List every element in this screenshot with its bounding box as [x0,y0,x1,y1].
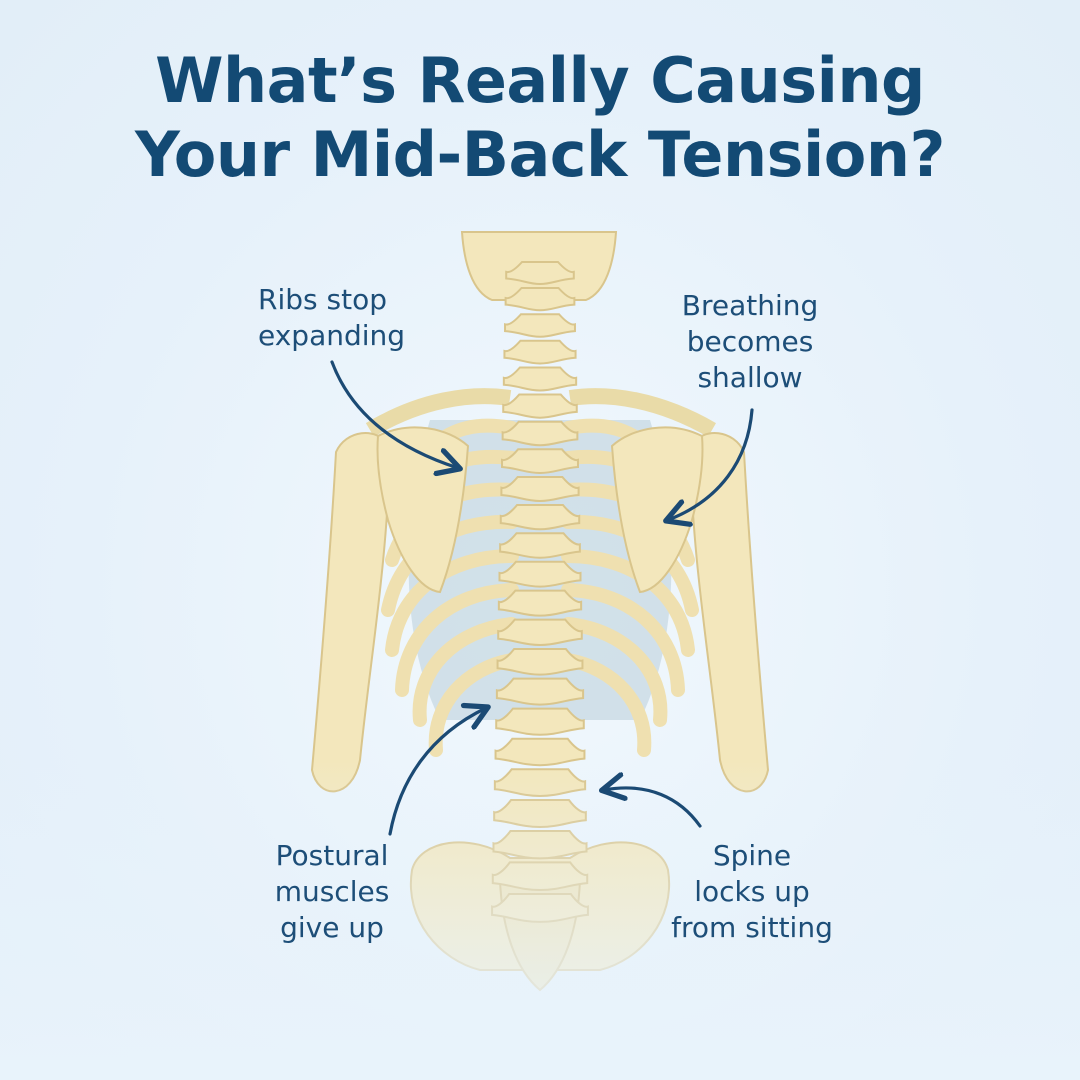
left-clavicle [365,388,512,437]
vertebra [501,448,579,474]
right-scapula [610,426,704,594]
callout-breathing-shallow: Breathing becomes shallow [650,288,850,395]
title-line-2: Your Mid-Back Tension? [135,118,945,192]
callout-breathing-line-3: shallow [697,360,803,394]
left-humerus [310,432,392,793]
arrow-postural-icon [388,708,486,836]
arrow-breathing-icon [668,408,754,520]
vertebra [503,339,577,365]
right-clavicle [568,388,716,437]
callout-postural-line-2: muscles [274,874,390,908]
page-title: What’s Really Causing Your Mid-Back Tens… [0,44,1080,193]
vertebra [496,648,584,676]
callout-spine-line-2: locks up [694,874,810,908]
bottom-fade [0,760,1080,1080]
vertebra [495,707,585,736]
callout-ribs-line-1: Ribs stop [258,283,387,316]
callout-spine-locks-up: Spine locks up from sitting [662,838,842,945]
vertebra [504,313,576,338]
vertebra [497,589,583,617]
callout-postural-line-1: Postural [275,839,389,872]
vertebra [502,393,578,419]
vertebra [501,420,579,447]
vertebra [504,287,576,312]
callout-spine-line-1: Spine [712,839,792,872]
vertebra [499,503,581,531]
callout-breathing-line-1: Breathing [681,289,819,322]
callout-ribs-stop-expanding: Ribs stop expanding [258,282,405,354]
callout-postural-line-3: give up [280,910,384,944]
vertebra [502,366,578,392]
arrow-ribs-icon [330,360,458,468]
vertebra [505,261,575,286]
callout-ribs-line-2: expanding [258,318,406,352]
vertebra [499,532,581,559]
vertebra [498,560,582,588]
vertebra [500,475,580,502]
arrow-spine-icon [604,788,702,828]
right-humerus [688,432,770,793]
title-line-1: What’s Really Causing [155,44,925,117]
callout-spine-line-3: from sitting [671,910,833,944]
vertebra [497,618,583,647]
vertebra [495,677,585,706]
callout-postural-muscles: Postural muscles give up [262,838,402,945]
callout-breathing-line-2: becomes [686,324,814,358]
